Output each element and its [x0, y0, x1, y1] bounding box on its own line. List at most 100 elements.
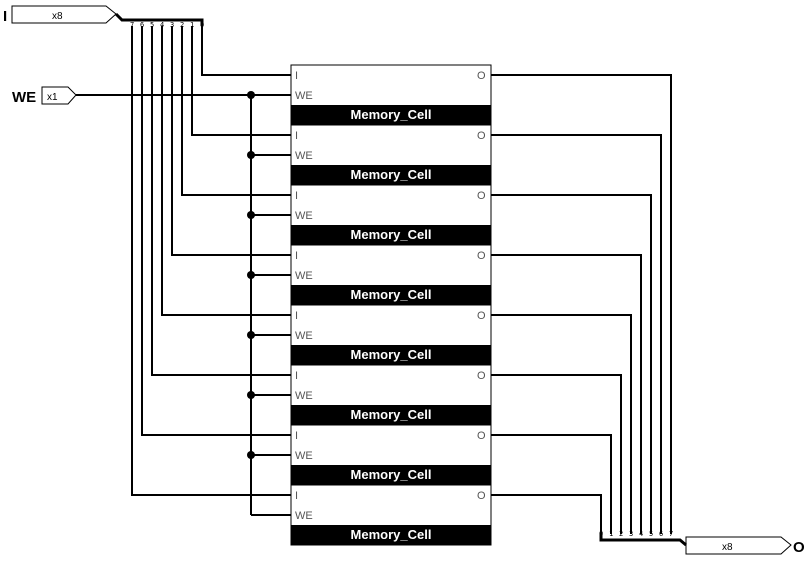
- memory-cell[interactable]: I WE O Memory_Cell: [290, 484, 492, 546]
- we-junction-dot: [247, 91, 255, 99]
- cell-pin-we-label: WE: [295, 210, 313, 222]
- output-bit-wire: [491, 374, 622, 534]
- memory-cell[interactable]: I WE O Memory_Cell: [290, 64, 492, 126]
- input-i-tag-shape: [11, 5, 117, 24]
- memory-cell[interactable]: I WE O Memory_Cell: [290, 304, 492, 366]
- memory-cell-title: Memory_Cell: [351, 527, 432, 542]
- we-junction-dot: [247, 451, 255, 459]
- output-bit-wire: [491, 134, 662, 534]
- cell-pin-we-label: WE: [295, 390, 313, 402]
- output-pin-o[interactable]: x8 O: [685, 536, 805, 556]
- memory-cell-title-bar: [291, 105, 491, 125]
- bit-wires: [131, 26, 672, 534]
- output-bit-wire: [491, 194, 652, 534]
- splitter-in-bit-label: 2: [180, 21, 184, 29]
- input-bit-wire: [131, 26, 291, 496]
- input-bit-wire: [201, 26, 291, 76]
- input-we-width: x1: [47, 92, 58, 103]
- cell-pin-i-label: I: [295, 70, 298, 82]
- cell-pin-o-label: O: [477, 130, 486, 142]
- splitter-in-bit-label: 3: [170, 21, 174, 29]
- output-bus: [599, 534, 687, 547]
- input-bit-wire: [181, 26, 291, 196]
- input-we-tag-shape: [41, 86, 77, 105]
- output-bit-wire: [491, 74, 672, 534]
- memory-cell[interactable]: I WE O Memory_Cell: [290, 124, 492, 186]
- write-enable-net: [76, 94, 252, 515]
- output-bit-wire: [491, 434, 612, 534]
- cell-pin-o-label: O: [477, 190, 486, 202]
- cell-pin-i-label: I: [295, 190, 298, 202]
- input-bit-wire: [161, 26, 291, 316]
- input-i-label: I: [3, 8, 7, 25]
- output-bit-wire: [491, 314, 632, 534]
- we-junction-dot: [247, 211, 255, 219]
- memory-cell-title: Memory_Cell: [351, 227, 432, 242]
- input-bit-wire: [171, 26, 291, 256]
- we-junction-dot: [247, 391, 255, 399]
- memory-cell-title-bar: [291, 345, 491, 365]
- memory-cell[interactable]: I WE O Memory_Cell: [290, 184, 492, 246]
- memory-cell-title-bar: [291, 165, 491, 185]
- output-bit-wire: [491, 254, 642, 534]
- cell-pin-i-label: I: [295, 250, 298, 262]
- input-bus: [114, 12, 204, 26]
- cell-pin-o-label: O: [477, 430, 486, 442]
- cell-pin-we-label: WE: [295, 150, 313, 162]
- cell-pin-we-label: WE: [295, 450, 313, 462]
- memory-cell-title-bar: [291, 405, 491, 425]
- input-bit-wire: [151, 26, 291, 376]
- splitter-in-bit-label: 6: [140, 21, 144, 29]
- output-o-label: O: [793, 539, 805, 556]
- cell-pin-i-label: I: [295, 490, 298, 502]
- memory-cell[interactable]: I WE O Memory_Cell: [290, 424, 492, 486]
- input-bit-wire: [141, 26, 291, 436]
- memory-cell[interactable]: I WE O Memory_Cell: [290, 364, 492, 426]
- memory-cell-title-bar: [291, 285, 491, 305]
- input-bus-wire: [114, 12, 204, 26]
- memory-cell-title: Memory_Cell: [351, 467, 432, 482]
- input-bit-wire: [191, 26, 291, 136]
- splitter-in-bit-label: 4: [160, 21, 164, 29]
- memory-cell-title: Memory_Cell: [351, 287, 432, 302]
- we-junctions: [247, 91, 255, 459]
- memory-cell-title-bar: [291, 525, 491, 545]
- input-pin-we[interactable]: WE x1: [12, 86, 77, 106]
- cell-pin-we-label: WE: [295, 270, 313, 282]
- memory-cells: IWEOMemory_CellIWEOMemory_CellIWEOMemory…: [290, 64, 492, 546]
- output-bus-wire: [599, 534, 687, 547]
- cell-pin-o-label: O: [477, 70, 486, 82]
- cell-pin-i-label: I: [295, 130, 298, 142]
- cell-pin-i-label: I: [295, 370, 298, 382]
- cell-pin-we-label: WE: [295, 510, 313, 522]
- we-junction-dot: [247, 331, 255, 339]
- cell-pin-i-label: I: [295, 310, 298, 322]
- memory-cell-title: Memory_Cell: [351, 347, 432, 362]
- memory-cell-title-bar: [291, 465, 491, 485]
- memory-cell-title: Memory_Cell: [351, 167, 432, 182]
- output-bit-wire: [491, 494, 602, 534]
- output-o-width: x8: [722, 542, 733, 553]
- memory-cell[interactable]: I WE O Memory_Cell: [290, 244, 492, 306]
- memory-cell-title: Memory_Cell: [351, 407, 432, 422]
- output-o-tag-shape: [685, 536, 792, 555]
- input-i-width: x8: [52, 11, 63, 22]
- splitter-in-bit-label: 5: [150, 21, 154, 29]
- cell-pin-o-label: O: [477, 370, 486, 382]
- cell-pin-we-label: WE: [295, 90, 313, 102]
- cell-pin-o-label: O: [477, 490, 486, 502]
- memory-cell-title: Memory_Cell: [351, 107, 432, 122]
- cell-pin-o-label: O: [477, 310, 486, 322]
- memory-cell-title-bar: [291, 225, 491, 245]
- cell-pin-we-label: WE: [295, 330, 313, 342]
- input-we-label: WE: [12, 89, 36, 106]
- splitter-in-bit-label: 7: [130, 21, 134, 29]
- splitter-in-bit-label: 0: [200, 21, 204, 29]
- we-junction-dot: [247, 151, 255, 159]
- splitter-in-bit-label: 1: [190, 21, 194, 29]
- cell-pin-o-label: O: [477, 250, 486, 262]
- input-pin-i[interactable]: I x8: [3, 5, 117, 25]
- cell-pin-i-label: I: [295, 430, 298, 442]
